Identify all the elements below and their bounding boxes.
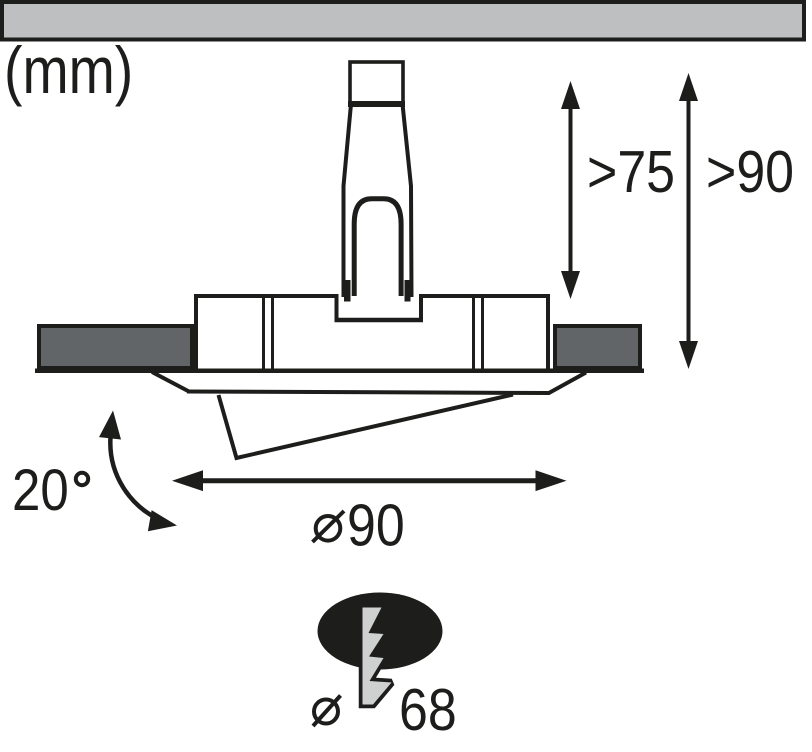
svg-text:(mm): (mm) [4,33,133,107]
svg-text:>75: >75 [587,139,675,205]
svg-text:>90: >90 [706,139,794,205]
svg-text:20: 20 [12,458,69,523]
svg-text:68: 68 [399,677,457,743]
svg-text:90: 90 [347,492,405,558]
